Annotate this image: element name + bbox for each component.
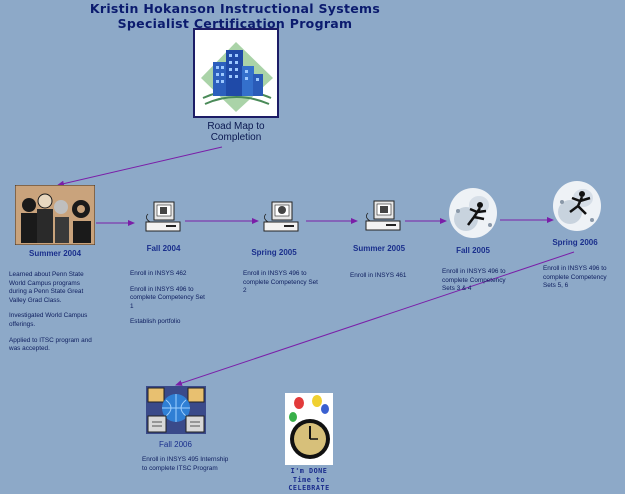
spring-2005-image bbox=[260, 200, 300, 236]
conference-people-icon bbox=[14, 184, 96, 246]
title-line-1: Kristin Hokanson Instructional Systems bbox=[89, 1, 381, 16]
stage-fall-2006-description: Enroll in INSYS 495 Internship to comple… bbox=[142, 456, 242, 473]
description-line: Enroll in INSYS 461 bbox=[350, 272, 407, 279]
description-line: Enroll in INSYS 496 to complete Competen… bbox=[442, 268, 506, 293]
roadmap-building-image bbox=[193, 28, 279, 118]
computer-icon bbox=[263, 201, 299, 232]
fall-2005-image bbox=[444, 185, 502, 241]
description-line: to complete ITSC Program bbox=[142, 464, 218, 472]
networked-computers-icon bbox=[146, 386, 206, 434]
stage-fall-2004-label: Fall 2004 bbox=[146, 244, 181, 253]
stage-spring-2005-label: Spring 2005 bbox=[251, 248, 297, 257]
fall-2004-image bbox=[142, 200, 182, 236]
stage-fall-2004-description: Enroll in INSYS 462 Enroll in INSYS 496 … bbox=[130, 270, 210, 334]
description-line: Enroll in INSYS 496 to complete Competen… bbox=[130, 285, 205, 310]
roadmap-caption: Road Map to Completion bbox=[186, 121, 286, 143]
computer-icon bbox=[365, 200, 401, 231]
stage-spring-2005-description: Enroll in INSYS 496 to complete Competen… bbox=[243, 270, 323, 303]
stage-spring-2006-description: Enroll in INSYS 496 to complete Competen… bbox=[543, 265, 621, 298]
stage-summer-2004-label: Summer 2004 bbox=[28, 249, 82, 258]
summer-2004-image bbox=[14, 184, 96, 246]
celebrate-line-2: Time to bbox=[292, 475, 326, 484]
page-title: Kristin Hokanson Instructional Systems S… bbox=[0, 1, 470, 31]
summer-2005-image bbox=[362, 199, 402, 235]
celebrate-line-1: I'm DONE bbox=[290, 467, 328, 475]
celebrate-image bbox=[285, 393, 333, 465]
stage-fall-2005-description: Enroll in INSYS 496 to complete Competen… bbox=[442, 268, 520, 301]
celebrate-caption: I'm DONE Time to CELEBRATE bbox=[278, 467, 340, 493]
arrow-roadmap-to-summer2004 bbox=[57, 146, 223, 187]
stage-spring-2006-label: Spring 2006 bbox=[552, 238, 598, 247]
city-building-icon bbox=[193, 28, 279, 118]
clock-balloons-icon bbox=[285, 393, 333, 465]
roadmap-line-1: Road Map to bbox=[207, 121, 265, 132]
title-line-2: Specialist Certification Program bbox=[117, 16, 353, 31]
description-line: Investigated World Campus offerings. bbox=[9, 312, 88, 328]
stage-fall-2006-label: Fall 2006 bbox=[159, 440, 192, 449]
celebrate-line-3: CELEBRATE bbox=[288, 484, 330, 492]
roadmap-line-2: Completion bbox=[210, 132, 262, 143]
climbing-figure-icon bbox=[449, 188, 497, 238]
description-line: Enroll in INSYS 496 to complete Competen… bbox=[543, 265, 607, 290]
description-line: Applied to ITSC program and was accepted… bbox=[9, 336, 92, 353]
description-line: Establish portfolio bbox=[130, 318, 181, 326]
spring-2006-image bbox=[548, 178, 606, 234]
description-line: Enroll in INSYS 495 Internship bbox=[142, 456, 229, 463]
climbing-figure-icon bbox=[553, 181, 601, 231]
description-line: Learned about Penn State World Campus pr… bbox=[9, 271, 84, 304]
description-line: Enroll in INSYS 496 to complete Competen… bbox=[243, 270, 318, 295]
fall-2006-image bbox=[146, 386, 206, 434]
stage-summer-2004-description: Learned about Penn State World Campus pr… bbox=[9, 271, 99, 361]
description-line: Enroll in INSYS 462 bbox=[130, 270, 187, 277]
stage-summer-2005-label: Summer 2005 bbox=[352, 244, 406, 253]
stage-summer-2005-description: Enroll in INSYS 461 bbox=[350, 272, 430, 288]
arrow-spring2006-to-fall2006 bbox=[175, 251, 575, 386]
computer-icon bbox=[145, 201, 181, 232]
stage-fall-2005-label: Fall 2005 bbox=[456, 246, 490, 255]
